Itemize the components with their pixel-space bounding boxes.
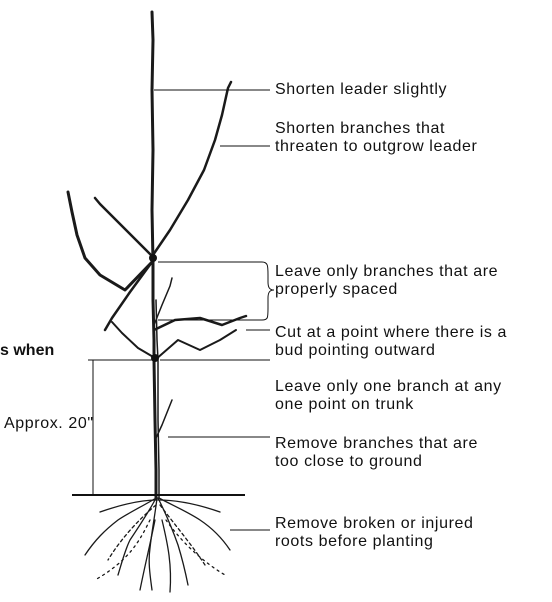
left-fragment-text: s when (0, 342, 54, 360)
annotation-leader: Shorten leader slightly (275, 81, 447, 99)
branch-upper-left (95, 198, 152, 256)
annotation-one-branch: Leave only one branch at any one point o… (275, 378, 502, 414)
branch-upper-right (153, 82, 231, 255)
branch-lower-left (112, 322, 155, 358)
branch-mid-right (154, 316, 246, 330)
branch-far-left (68, 192, 152, 290)
annotation-branches: Shorten branches that threaten to outgro… (275, 120, 477, 156)
annotation-roots: Remove broken or injured roots before pl… (275, 515, 474, 551)
annotation-spacing: Leave only branches that are properly sp… (275, 263, 498, 299)
annotation-low-branches: Remove branches that are too close to gr… (275, 435, 478, 471)
roots (85, 498, 230, 592)
measure-label: Approx. 20" (4, 415, 94, 433)
branch-lower-right (155, 330, 236, 360)
annotation-cut: Cut at a point where there is a bud poin… (275, 324, 507, 360)
brace-spacing (262, 262, 274, 320)
